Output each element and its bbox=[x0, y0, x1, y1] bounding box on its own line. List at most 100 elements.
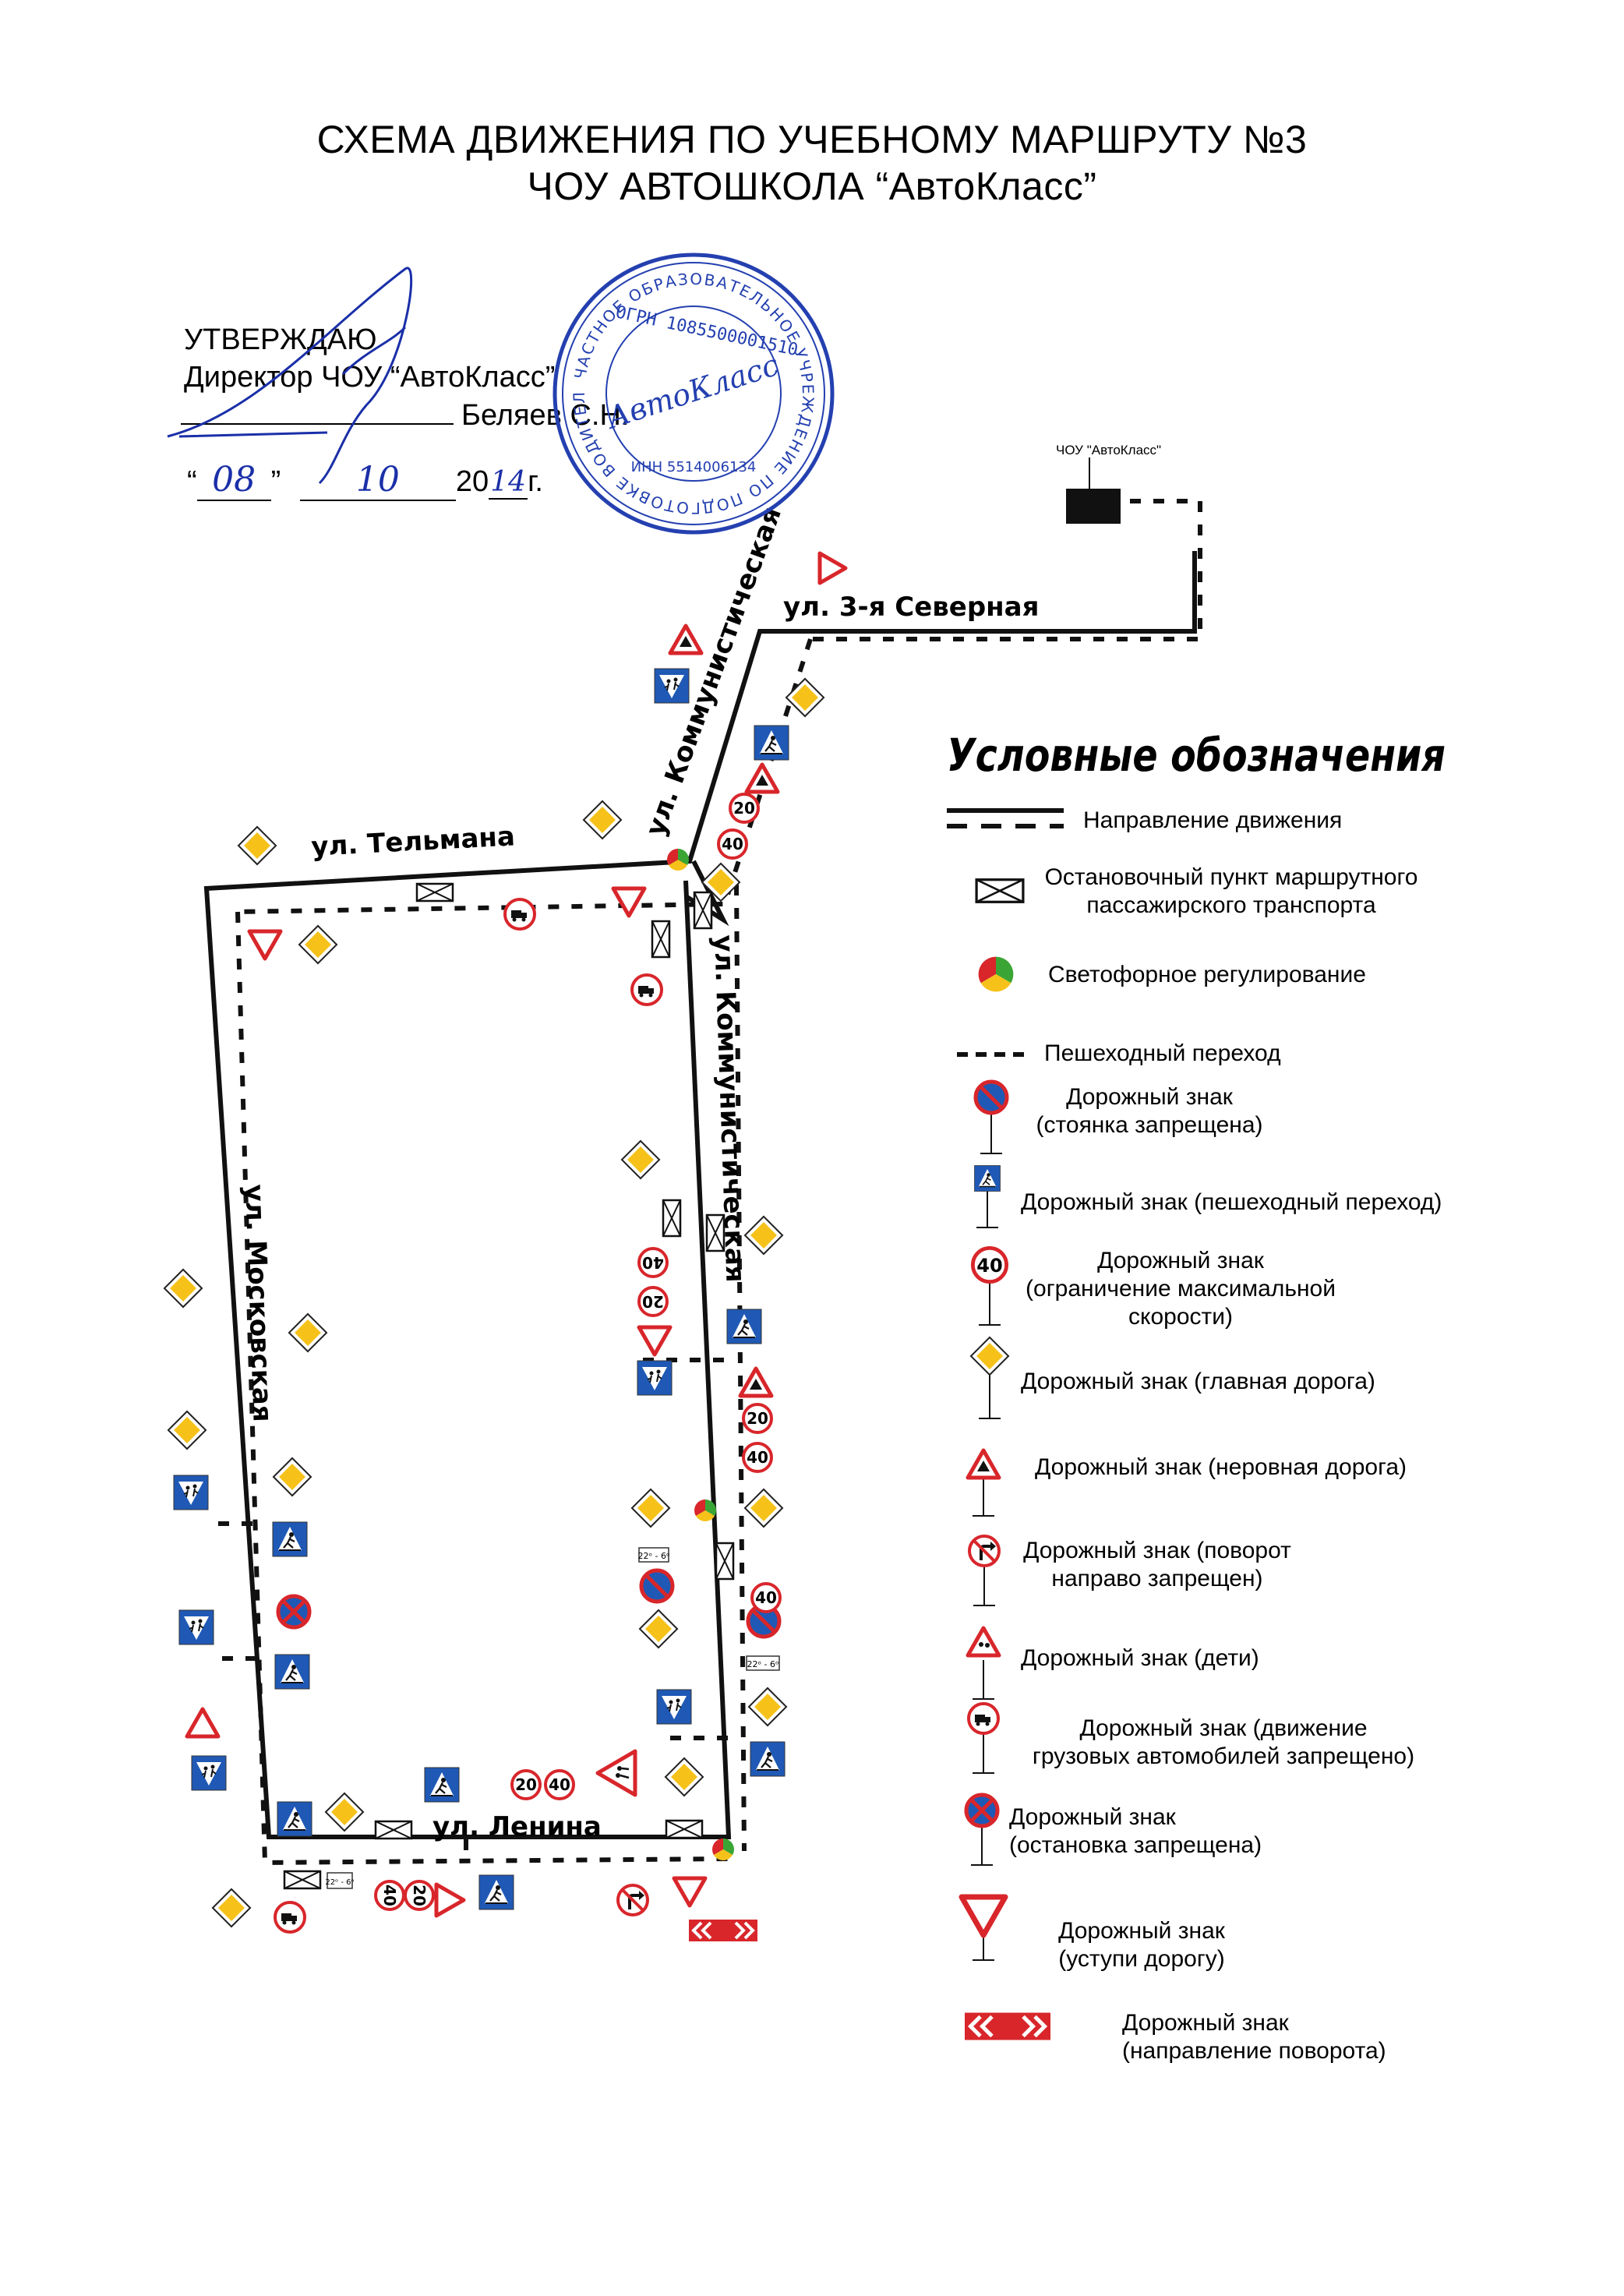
pedestrian-crossing-sign-icon bbox=[271, 1521, 309, 1558]
approval-signature-line: Беляев С.Н. bbox=[181, 399, 629, 433]
legend-pedestrian: Дорожный знак (пешеходный переход) bbox=[1021, 1189, 1442, 1215]
street-moskovskaya: ул. Московская bbox=[238, 1184, 278, 1422]
main-road-sign-icon bbox=[620, 1139, 661, 1180]
main-road-sign-icon bbox=[630, 1488, 671, 1528]
yield-sign-icon bbox=[817, 551, 848, 585]
legend-no-stopping-icon bbox=[966, 1795, 997, 1866]
warning-sign-icon bbox=[187, 1709, 218, 1736]
pedestrian-crossing-sign-icon bbox=[276, 1800, 313, 1838]
page-title: СХЕМА ДВИЖЕНИЯ ПО УЧЕБНОМУ МАРШРУТУ №3 bbox=[316, 118, 1308, 161]
bus-stop-icon bbox=[651, 920, 671, 959]
bus-stop-icon bbox=[283, 1870, 322, 1890]
legend-no-stopping: Дорожный знак (остановка запрещена) bbox=[1009, 1804, 1262, 1858]
legend-yield: Дорожный знак (уступи дорогу) bbox=[1058, 1918, 1225, 1972]
legend-pedestrian-icon bbox=[973, 1164, 1001, 1228]
yield-sign-icon bbox=[674, 1878, 705, 1906]
main-road-sign-icon bbox=[324, 1792, 365, 1832]
children-sign-icon bbox=[656, 1689, 692, 1725]
time-plate: 22ᵒ - 6ᵒ bbox=[325, 1878, 354, 1887]
pedestrian-crossing-sign-icon bbox=[749, 1740, 786, 1778]
date-year-prefix: 20 bbox=[455, 465, 489, 498]
speed-limit-value: 20 bbox=[515, 1775, 537, 1794]
yield-sign-icon bbox=[249, 931, 281, 959]
legend-traffic-light: Светофорное регулирование bbox=[1048, 962, 1366, 987]
bus-stop-icon bbox=[693, 891, 713, 930]
legend-main-road: Дорожный знак (главная дорога) bbox=[1021, 1369, 1375, 1394]
legend-direction: Направление движения bbox=[1083, 807, 1343, 833]
time-plate: 22ᵒ - 6ᵒ bbox=[747, 1659, 778, 1669]
stamp-center: АвтоКласс bbox=[601, 348, 783, 436]
legend-main-road-icon bbox=[969, 1336, 1010, 1419]
speed-limit-value: 40 bbox=[549, 1775, 570, 1794]
main-road-sign-icon bbox=[743, 1488, 784, 1528]
legend-uneven-icon bbox=[968, 1450, 999, 1517]
speed-limit-value: 20 bbox=[410, 1884, 429, 1906]
pedestrian-crossing-sign-icon bbox=[274, 1653, 311, 1690]
legend-turn-direction: Дорожный знак (направление поворота) bbox=[1122, 2010, 1386, 2064]
bus-stop-icon bbox=[415, 882, 454, 903]
main-road-sign-icon bbox=[582, 800, 623, 840]
stamp-inn: ИНН 5514006134 bbox=[631, 459, 757, 475]
pedestrian-crossing-sign-icon bbox=[753, 724, 790, 761]
signature-blank bbox=[181, 400, 454, 425]
legend-symbols: 40 bbox=[947, 808, 1064, 2040]
speed-limit-value: 20 bbox=[733, 799, 755, 818]
legend-no-trucks-icon bbox=[967, 1702, 1000, 1774]
legend-turn-direction-icon bbox=[965, 2013, 1050, 2040]
traffic-light-icon bbox=[712, 1839, 734, 1860]
office-label: ЧОУ "АвтоКласс" bbox=[1056, 443, 1162, 457]
time-plate: 22ᵒ - 6ᵒ bbox=[637, 1551, 669, 1561]
traffic-light-icon bbox=[667, 849, 689, 871]
main-road-sign-icon bbox=[211, 1888, 252, 1928]
no-trucks-sign-icon bbox=[274, 1901, 306, 1934]
school-stamp: ЧАСТНОЕ ОБРАЗОВАТЕЛЬНОЕ УЧРЕЖДЕНИЕ ПО ПО… bbox=[553, 253, 835, 535]
legend-yield-icon bbox=[962, 1897, 1005, 1961]
page-subtitle: ЧОУ АВТОШКОЛА “АвтоКласс” bbox=[527, 164, 1097, 208]
legend-no-turn-icon bbox=[968, 1535, 1001, 1606]
street-telmana: ул. Тельмана bbox=[310, 821, 515, 863]
uneven-road-sign-icon bbox=[670, 626, 701, 653]
main-road-sign-icon bbox=[163, 1268, 203, 1309]
pedestrian-crossing-sign-icon bbox=[478, 1874, 515, 1911]
crosswalks bbox=[218, 499, 1202, 1866]
no-parking-sign-icon bbox=[641, 1570, 673, 1602]
driving-school-office bbox=[1066, 489, 1121, 524]
bus-stop-icon bbox=[374, 1820, 413, 1840]
main-road-sign-icon bbox=[237, 825, 277, 866]
speed-signs: 20 40 40 20 20 40 40 20 40 40 20 bbox=[374, 793, 782, 1911]
approval-role: Директор ЧОУ “АвтоКласс” bbox=[184, 361, 556, 394]
children-sign-icon bbox=[191, 1755, 227, 1791]
no-trucks-sign-icon bbox=[630, 973, 663, 1006]
children-warning-sign-icon bbox=[595, 1749, 637, 1797]
legend-bus-stop: Остановочный пункт маршрутного пассажирс… bbox=[1044, 864, 1418, 918]
main-road-sign-icon bbox=[288, 1312, 328, 1353]
legend-children-icon bbox=[968, 1628, 999, 1700]
map-signs: 22ᵒ - 6ᵒ 22ᵒ - 6ᵒ 22ᵒ - 6ᵒ bbox=[163, 551, 848, 1943]
children-sign-icon bbox=[654, 668, 690, 704]
date-year: 14 bbox=[489, 466, 528, 500]
legend-children: Дорожный знак (дети) bbox=[1021, 1645, 1259, 1671]
bus-stop-icon bbox=[665, 1819, 704, 1839]
yield-sign-icon bbox=[639, 1327, 670, 1355]
no-trucks-sign-icon bbox=[503, 898, 536, 931]
children-sign-icon bbox=[637, 1360, 673, 1396]
uneven-road-sign-icon bbox=[740, 1369, 771, 1396]
speed-limit-value: 40 bbox=[755, 1588, 777, 1607]
legend-no-parking-icon bbox=[976, 1082, 1007, 1154]
svg-text:40: 40 bbox=[976, 1255, 1002, 1277]
speed-limit-value: 20 bbox=[747, 1409, 768, 1428]
main-road-sign-icon bbox=[167, 1410, 207, 1450]
legend-crosswalk: Пешеходный переход bbox=[1044, 1040, 1281, 1066]
date-suffix: г. bbox=[528, 465, 543, 498]
turn-direction-sign-icon bbox=[687, 1918, 759, 1943]
speed-limit-value: 40 bbox=[722, 835, 743, 853]
legend-title: Условные обозначения bbox=[947, 729, 1446, 782]
main-road-sign-icon bbox=[664, 1757, 704, 1797]
no-stopping-sign-icon bbox=[278, 1596, 309, 1627]
main-road-sign-icon bbox=[298, 924, 338, 965]
date-day: 08 bbox=[196, 460, 271, 501]
speed-limit-value: 20 bbox=[642, 1292, 664, 1311]
speed-limit-value: 40 bbox=[642, 1253, 664, 1272]
